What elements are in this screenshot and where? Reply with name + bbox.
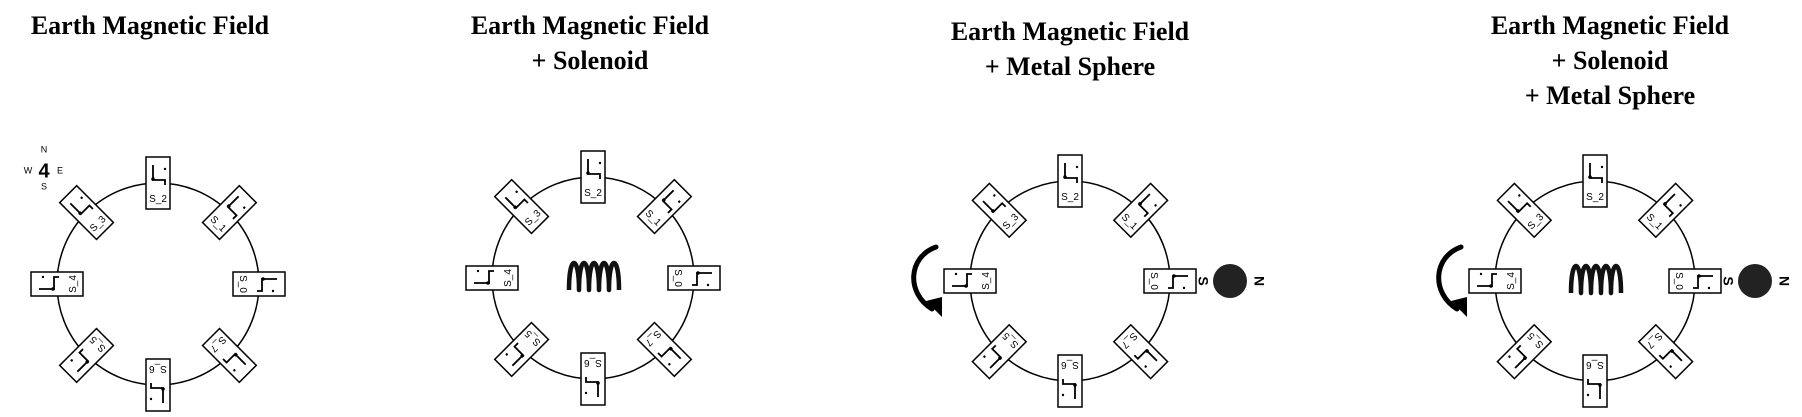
sensor-module: S_2 [1582, 154, 1608, 208]
sphere-north-pole-label: N [1251, 276, 1267, 286]
sensor-module: S_0 [667, 265, 721, 291]
sensor-module: S_6 [1582, 354, 1608, 408]
sensor-label: S_6 [1061, 359, 1079, 370]
sensor-label: S_0 [1148, 272, 1159, 290]
sensor-module: S_5 [493, 321, 550, 378]
title-line: + Solenoid [531, 46, 649, 75]
sensor-label: S_2 [1061, 192, 1079, 203]
sensor-module: S_1 [1637, 182, 1694, 239]
sensor-label: S_0 [1673, 272, 1684, 290]
sensor-module: S_7 [1637, 323, 1694, 380]
solenoid-icon [566, 260, 622, 293]
sensor-module: S_6 [580, 352, 606, 406]
sensor-label: S_6 [584, 357, 602, 368]
panel-title: Earth Magnetic Field + Metal Sphere [920, 14, 1220, 84]
sensor-module: S_2 [1057, 154, 1083, 208]
sensor-module: S_4 [943, 268, 997, 294]
title-line: + Metal Sphere [984, 52, 1156, 81]
sensor-module: S_4 [1468, 268, 1522, 294]
sensor-module: S_5 [971, 323, 1028, 380]
sensor-module: S_4 [465, 265, 519, 291]
sensor-module: S_7 [636, 321, 693, 378]
title-line: Earth Magnetic Field [30, 11, 270, 40]
sphere-north-pole-label: N [1776, 276, 1792, 286]
sensor-module: S_0 [1668, 268, 1722, 294]
sensor-label: S_0 [237, 275, 248, 293]
sensor-label: S_2 [584, 188, 602, 199]
sphere-south-pole-label: S [1195, 276, 1211, 285]
sensor-module: S_1 [1112, 182, 1169, 239]
sensor-label: S_0 [672, 269, 683, 287]
sensor-module: S_5 [58, 327, 115, 384]
sensor-module: S_2 [145, 156, 171, 210]
title-line: Earth Magnetic Field [950, 17, 1190, 46]
sensor-label: S_2 [1586, 192, 1604, 203]
sensor-ring-diagram: S_0 S_1 S_2 S_3S_4S_5S_6 S_7 N SW E4 [24, 144, 286, 412]
sensor-module: S_0 [232, 271, 286, 297]
compass-center-label: 4 [38, 160, 50, 182]
sensor-module: S_1 [636, 178, 693, 235]
sensor-label: S_4 [68, 275, 79, 293]
sensor-module: S_0 [1143, 268, 1197, 294]
sensor-module: S_6 [145, 358, 171, 412]
sensor-module: S_5 [1496, 323, 1553, 380]
sensor-label: S_4 [503, 269, 514, 287]
compass-south-label: S [41, 181, 47, 191]
panel-title: Earth Magnetic Field [10, 8, 290, 43]
panel-earth-field-solenoid-sphere: Earth Magnetic Field + Solenoid + Metal … [1436, 0, 1802, 417]
sensor-module: S_3 [493, 178, 550, 235]
sensor-module: S_3 [58, 184, 115, 241]
solenoid-icon [1568, 263, 1624, 296]
title-line: Earth Magnetic Field [470, 11, 710, 40]
sensor-module: S_3 [1496, 182, 1553, 239]
sensor-label: S_2 [149, 194, 167, 205]
sensor-label: S_6 [1586, 359, 1604, 370]
sensor-label: S_4 [1506, 272, 1517, 290]
sphere-south-pole-label: S [1720, 276, 1736, 285]
compass-west-label: W [24, 165, 33, 175]
compass-north-label: N [41, 144, 48, 154]
sensor-module: S_7 [201, 327, 258, 384]
title-line: + Solenoid [1551, 46, 1669, 75]
sensor-module: S_4 [30, 271, 84, 297]
sensor-module: S_3 [971, 182, 1028, 239]
compass-east-label: E [57, 165, 63, 175]
panel-title: Earth Magnetic Field + Solenoid [440, 8, 740, 78]
title-line: Earth Magnetic Field [1490, 11, 1730, 40]
title-line: + Metal Sphere [1524, 81, 1696, 110]
rotation-arrow-icon [911, 244, 942, 317]
rotation-arrow-icon [1436, 244, 1467, 317]
sensor-label: S_6 [149, 363, 167, 374]
sensor-label: S_4 [981, 272, 992, 290]
sensor-module: S_1 [201, 184, 258, 241]
sensor-module: S_2 [580, 150, 606, 204]
sensor-ring-diagram: S_0 S_1 S_2 S_3S_4S_5S_6 S_7 [465, 150, 721, 406]
panel-title: Earth Magnetic Field + Solenoid + Metal … [1460, 8, 1760, 113]
sensor-module: S_6 [1057, 354, 1083, 408]
compass-rose: N SW E4 [24, 144, 63, 191]
sensor-module: S_7 [1112, 323, 1169, 380]
